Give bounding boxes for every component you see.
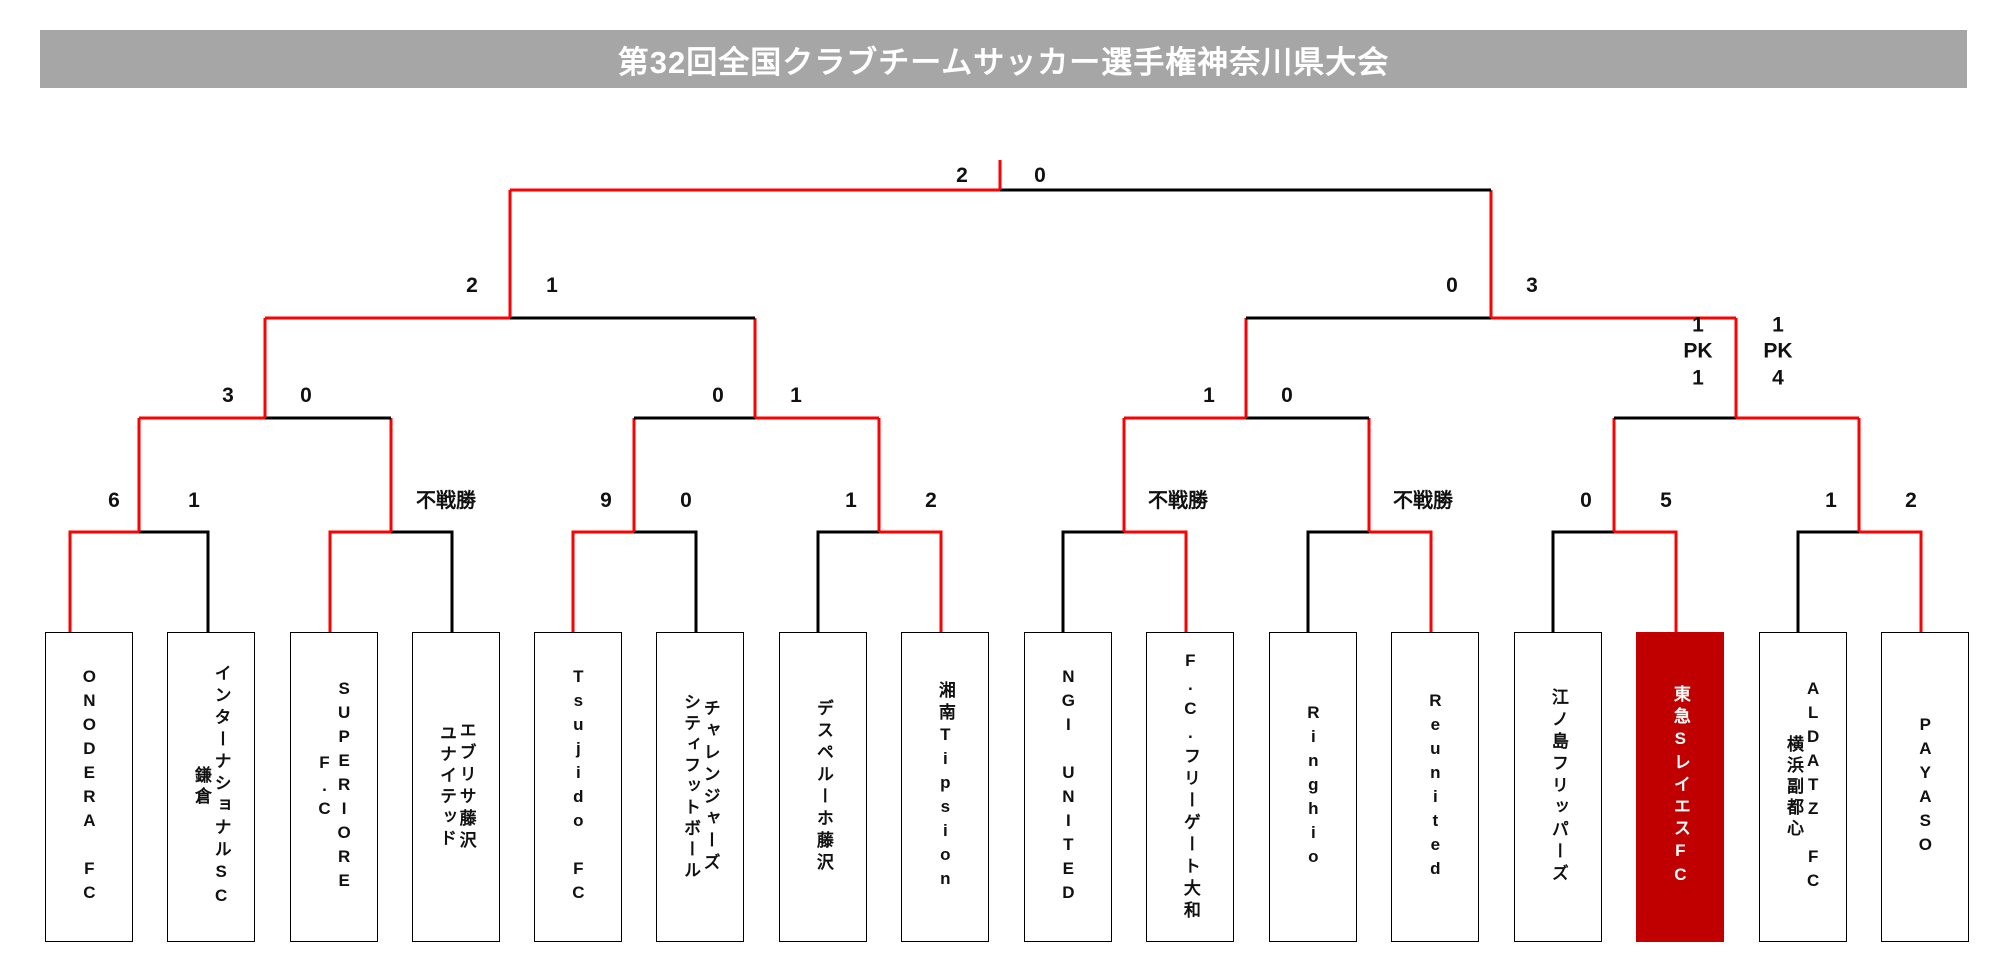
round1-7-left-score: 0 xyxy=(1580,489,1592,513)
tournament-title-banner: 第32回全国クラブチームサッカー選手権神奈川県大会 xyxy=(40,30,1967,88)
round1-1-right-score: 1 xyxy=(188,489,200,513)
team-subname-4: ユナイテッド xyxy=(437,724,456,850)
round1-4-right-score: 2 xyxy=(925,489,937,513)
team-name-3: SUPERIORE xyxy=(334,679,354,895)
team-box-5[interactable]: Tsujido FC xyxy=(534,632,622,942)
team-box-12[interactable]: Reunited xyxy=(1391,632,1479,942)
round2-1-right-score: 0 xyxy=(300,384,312,408)
round1-7-right-score: 5 xyxy=(1660,489,1672,513)
team-box-3[interactable]: SUPERIORE F.C xyxy=(290,632,378,942)
team-subname-15: 横浜副都心 xyxy=(1784,734,1803,840)
team-box-1[interactable]: ONODERA FC xyxy=(45,632,133,942)
team-box-9[interactable]: NGI UNITED xyxy=(1024,632,1112,942)
team-subname-6: シティフットボール xyxy=(681,692,700,882)
semifinal-1-left-score: 2 xyxy=(466,274,478,298)
team-box-16[interactable]: PAYASO xyxy=(1881,632,1969,942)
round2-4-right-score-pk: 1 PK 4 xyxy=(1763,313,1793,390)
final-left-score: 2 xyxy=(956,164,968,188)
round2-3-right-score: 0 xyxy=(1281,384,1293,408)
semifinal-1-right-score: 1 xyxy=(546,274,558,298)
team-name-10: F.C.フリーゲート大和 xyxy=(1180,651,1200,923)
round1-3-left-score: 9 xyxy=(600,489,612,513)
team-subname-3: F.C xyxy=(315,752,334,822)
team-box-7[interactable]: デスペルーホ藤沢 xyxy=(779,632,867,942)
team-box-11[interactable]: Ringhio xyxy=(1269,632,1357,942)
team-box-8[interactable]: 湘南Tipsion xyxy=(901,632,989,942)
team-box-15[interactable]: ALDATZ FC 横浜副都心 xyxy=(1759,632,1847,942)
semifinal-2-left-score: 0 xyxy=(1446,274,1458,298)
round1-6-right-score: 不戦勝 xyxy=(1393,489,1453,512)
team-name-16: PAYASO xyxy=(1915,715,1935,859)
team-name-14: 東急SレイエスFC xyxy=(1670,685,1690,889)
team-name-9: NGI UNITED xyxy=(1058,667,1078,907)
team-box-4[interactable]: エブリサ藤沢 ユナイテッド xyxy=(412,632,500,942)
round2-3-left-score: 1 xyxy=(1203,384,1215,408)
team-name-6: チャレンジャーズ xyxy=(700,699,720,875)
round1-8-left-score: 1 xyxy=(1825,489,1837,513)
team-name-11: Ringhio xyxy=(1303,703,1323,871)
round1-8-right-score: 2 xyxy=(1905,489,1917,513)
round2-2-right-score: 1 xyxy=(790,384,802,408)
round2-4-left-score-pk: 1 PK 1 xyxy=(1683,313,1713,390)
round1-1-left-score: 6 xyxy=(108,489,120,513)
team-box-2[interactable]: インターナショナルSC 鎌倉 xyxy=(167,632,255,942)
team-name-5: Tsujido FC xyxy=(568,667,588,907)
round1-3-right-score: 0 xyxy=(680,489,692,513)
team-name-1: ONODERA FC xyxy=(79,667,99,907)
team-subname-2: 鎌倉 xyxy=(192,766,211,808)
round2-1-left-score: 3 xyxy=(222,384,234,408)
team-box-10[interactable]: F.C.フリーゲート大和 xyxy=(1146,632,1234,942)
team-name-12: Reunited xyxy=(1425,691,1445,883)
team-box-6[interactable]: チャレンジャーズ シティフットボール xyxy=(656,632,744,942)
team-name-8: 湘南Tipsion xyxy=(935,681,955,893)
round1-4-left-score: 1 xyxy=(845,489,857,513)
team-name-13: 江ノ島フリッパーズ xyxy=(1548,688,1568,886)
team-box-14-champion[interactable]: 東急SレイエスFC xyxy=(1636,632,1724,942)
team-name-15: ALDATZ FC xyxy=(1803,679,1823,895)
final-right-score: 0 xyxy=(1034,164,1046,188)
page-title: 第32回全国クラブチームサッカー選手権神奈川県大会 xyxy=(617,44,1390,80)
semifinal-2-right-score: 3 xyxy=(1526,274,1538,298)
round2-2-left-score: 0 xyxy=(712,384,724,408)
round1-5-right-score: 不戦勝 xyxy=(1148,489,1208,512)
team-name-7: デスペルーホ藤沢 xyxy=(813,699,833,875)
team-name-2: インターナショナルSC xyxy=(211,664,231,910)
round1-2-right-score: 不戦勝 xyxy=(416,489,476,512)
team-box-13[interactable]: 江ノ島フリッパーズ xyxy=(1514,632,1602,942)
team-name-4: エブリサ藤沢 xyxy=(456,721,476,853)
